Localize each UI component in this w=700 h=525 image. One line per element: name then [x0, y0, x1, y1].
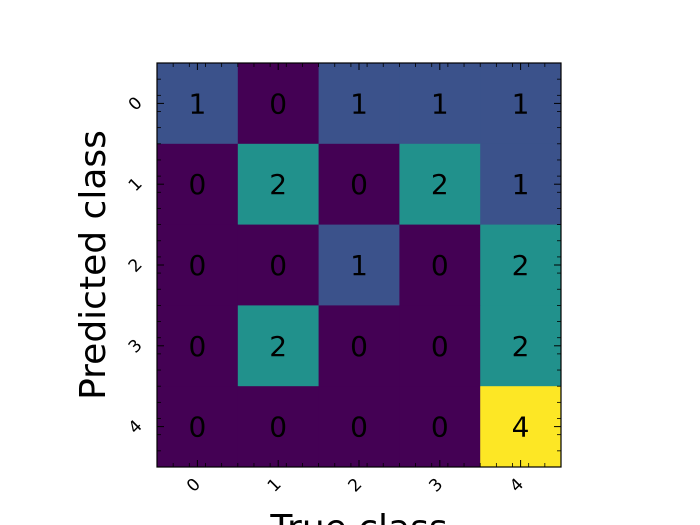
cell-value-r3-c4: 2 — [512, 330, 530, 363]
heatmap-cell-r1-c4 — [480, 143, 562, 226]
cell-value-r3-c2: 0 — [350, 330, 368, 363]
x-tick-label-3: 3 — [425, 475, 447, 497]
cell-value-r1-c1: 2 — [269, 168, 287, 201]
heatmap-cell-r0-c1 — [237, 63, 320, 145]
cell-value-r0-c3: 1 — [431, 87, 449, 120]
y-tick-labels: 0 1 2 3 4 — [125, 93, 147, 438]
y-tick-label-0: 0 — [125, 93, 147, 115]
heatmap-cell-r3-c3 — [399, 305, 481, 387]
heatmap-cells — [157, 63, 562, 468]
cell-value-r0-c1: 0 — [269, 87, 287, 120]
heatmap-cell-r1-c2 — [318, 143, 400, 226]
heatmap-cell-r1-c0 — [157, 143, 239, 226]
heatmap-cell-r1-c1 — [237, 143, 320, 226]
cell-value-r4-c2: 0 — [350, 411, 368, 444]
heatmap-cell-r3-c2 — [318, 305, 400, 387]
heatmap-cell-r2-c2 — [318, 224, 400, 306]
heatmap-cell-r2-c3 — [399, 224, 481, 306]
y-axis-title: Predicted class — [73, 130, 114, 400]
cell-value-r2-c4: 2 — [512, 249, 530, 282]
x-tick-label-0: 0 — [183, 475, 205, 497]
heatmap-cell-r2-c4 — [480, 224, 562, 306]
heatmap-cell-r3-c0 — [157, 305, 239, 387]
heatmap-cell-labels: 1 0 1 1 1 0 2 0 2 1 0 0 1 0 2 0 2 0 0 2 0 0 0 0 4 — [188, 87, 529, 443]
cell-value-r1-c3: 2 — [431, 168, 449, 201]
cell-value-r2-c0: 0 — [188, 249, 206, 282]
cell-value-r4-c4: 4 — [512, 411, 530, 444]
cell-value-r2-c2: 1 — [350, 249, 368, 282]
heatmap-cell-r0-c3 — [399, 63, 481, 145]
cell-value-r4-c1: 0 — [269, 411, 287, 444]
x-tick-label-2: 2 — [345, 475, 367, 497]
heatmap-cell-r2-c1 — [237, 224, 320, 306]
heatmap-cell-r0-c0 — [157, 63, 239, 145]
cell-value-r3-c1: 2 — [269, 330, 287, 363]
heatmap-cell-r4-c3 — [399, 386, 481, 468]
axis-ticks — [157, 63, 561, 467]
cell-value-r4-c0: 0 — [188, 411, 206, 444]
y-tick-label-3: 3 — [125, 336, 147, 358]
cell-value-r2-c1: 0 — [269, 249, 287, 282]
x-tick-labels: 0 1 2 3 4 — [183, 475, 528, 497]
cell-value-r1-c0: 0 — [188, 168, 206, 201]
cell-value-r3-c0: 0 — [188, 330, 206, 363]
heatmap-cell-r1-c3 — [399, 143, 481, 226]
heatmap-cell-r4-c0 — [157, 386, 239, 468]
cell-value-r3-c3: 0 — [431, 330, 449, 363]
heatmap-cell-r0-c4 — [480, 63, 562, 145]
heatmap-cell-r0-c2 — [318, 63, 400, 145]
heatmap-cell-r3-c4 — [480, 305, 562, 387]
x-tick-label-4: 4 — [506, 475, 528, 497]
heatmap-cell-r4-c1 — [237, 386, 320, 468]
y-tick-label-4: 4 — [125, 416, 147, 438]
cell-value-r4-c3: 0 — [431, 411, 449, 444]
cell-value-r1-c2: 0 — [350, 168, 368, 201]
y-tick-label-2: 2 — [125, 255, 147, 277]
cell-value-r0-c4: 1 — [512, 87, 530, 120]
heatmap-cell-r4-c2 — [318, 386, 400, 468]
heatmap-cell-r2-c0 — [157, 224, 239, 306]
heatmap-cell-r4-c4 — [480, 386, 562, 468]
cell-value-r2-c3: 0 — [431, 249, 449, 282]
heatmap-cell-r3-c1 — [237, 305, 320, 387]
x-tick-label-1: 1 — [264, 475, 286, 497]
cell-value-r1-c4: 1 — [512, 168, 530, 201]
cell-value-r0-c2: 1 — [350, 87, 368, 120]
x-axis-title: True class — [269, 508, 447, 525]
y-tick-label-1: 1 — [125, 174, 147, 196]
cell-value-r0-c0: 1 — [188, 87, 206, 120]
